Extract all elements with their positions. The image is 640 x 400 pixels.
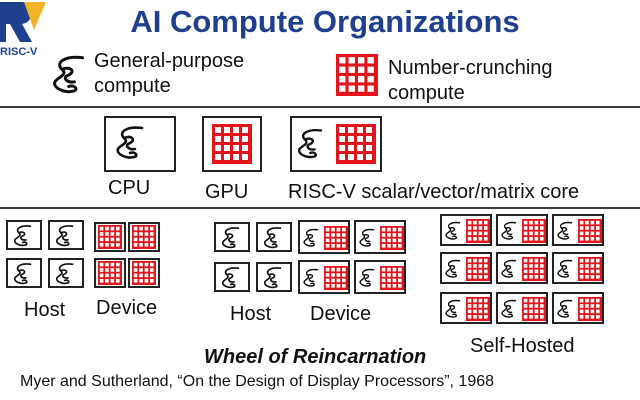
self-hosted-core xyxy=(440,252,492,284)
citation: Myer and Sutherland, “On the Design of D… xyxy=(20,373,495,390)
risc-v-logo xyxy=(0,0,46,66)
grid-icon xyxy=(380,266,404,290)
riscv-core-label: RISC-V scalar/vector/matrix core xyxy=(288,181,580,203)
squiggle-icon xyxy=(221,267,240,289)
squiggle-icon xyxy=(116,126,144,159)
squiggle-icon xyxy=(557,299,573,318)
squiggle-icon xyxy=(221,227,240,249)
self-hosted-core xyxy=(440,214,492,246)
squiggle-icon xyxy=(557,259,573,278)
host-1-label: Host xyxy=(24,299,66,321)
host-cpu xyxy=(256,262,292,292)
grid-icon xyxy=(336,54,378,96)
grid-icon xyxy=(336,124,376,164)
grid-icon xyxy=(98,261,122,285)
self-hosted-label: Self-Hosted xyxy=(470,335,575,357)
device-1-label: Device xyxy=(96,297,158,319)
grid-icon xyxy=(466,297,490,321)
grid-icon xyxy=(324,266,348,290)
legend-general-line1: General-purpose xyxy=(94,50,245,72)
squiggle-icon xyxy=(501,221,517,240)
grid-icon xyxy=(212,124,252,164)
host-2-label: Host xyxy=(230,303,272,325)
self-hosted-core xyxy=(496,214,548,246)
self-hosted-core xyxy=(552,252,604,284)
host-cpu xyxy=(214,262,250,292)
squiggle-icon xyxy=(303,268,319,287)
squiggle-icon xyxy=(557,221,573,240)
grid-icon xyxy=(578,257,602,281)
device-riscv-core xyxy=(298,220,350,254)
grid-icon xyxy=(522,257,546,281)
squiggle-icon xyxy=(501,299,517,318)
legend-number-crunching: Number-crunching compute xyxy=(388,56,553,106)
self-hosted-core xyxy=(552,214,604,246)
host-cpu xyxy=(6,220,42,250)
host-cpu xyxy=(48,258,84,288)
cpu-label: CPU xyxy=(108,177,151,199)
grid-icon xyxy=(522,219,546,243)
squiggle-icon xyxy=(55,263,74,285)
squiggle-icon xyxy=(445,299,461,318)
self-hosted-core xyxy=(440,292,492,324)
squiggle-icon xyxy=(263,267,282,289)
squiggle-icon xyxy=(13,225,32,247)
squiggle-icon xyxy=(297,128,323,159)
slide-title: AI Compute Organizations xyxy=(130,4,520,39)
logo-text: RISC-V xyxy=(0,46,38,58)
risc-v-logo-icon xyxy=(0,2,46,42)
squiggle-icon xyxy=(303,228,319,247)
device-riscv-core xyxy=(354,220,406,254)
self-hosted-core xyxy=(552,292,604,324)
host-cpu xyxy=(256,222,292,252)
squiggle-icon xyxy=(48,50,94,100)
gpu-label: GPU xyxy=(205,181,249,203)
self-hosted-core xyxy=(496,252,548,284)
grid-icon xyxy=(522,297,546,321)
device-2-label: Device xyxy=(310,303,372,325)
grid-icon xyxy=(466,257,490,281)
squiggle-icon xyxy=(359,268,375,287)
grid-icon xyxy=(132,261,156,285)
host-cpu xyxy=(48,220,84,250)
grid-icon xyxy=(578,297,602,321)
squiggle-icon xyxy=(501,259,517,278)
legend-general-purpose: General-purpose compute xyxy=(94,49,244,99)
gpu-box xyxy=(202,116,262,172)
device-gpu xyxy=(128,222,160,252)
device-riscv-core xyxy=(354,260,406,294)
host-cpu xyxy=(6,258,42,288)
squiggle-icon xyxy=(13,263,32,285)
grid-icon xyxy=(98,225,122,249)
grid-icon xyxy=(132,225,156,249)
squiggle-icon xyxy=(445,221,461,240)
self-hosted-core xyxy=(496,292,548,324)
riscv-core-box xyxy=(290,116,382,172)
squiggle-icon xyxy=(55,225,74,247)
host-cpu xyxy=(214,222,250,252)
grid-icon xyxy=(324,226,348,250)
legend-crunch-line1: Number-crunching xyxy=(388,57,553,79)
grid-icon xyxy=(578,219,602,243)
squiggle-icon xyxy=(359,228,375,247)
cpu-box xyxy=(104,116,176,172)
device-gpu xyxy=(128,258,160,288)
device-gpu xyxy=(94,222,126,252)
legend-crunch-line2: compute xyxy=(388,82,465,104)
legend-general-line2: compute xyxy=(94,75,171,97)
device-riscv-core xyxy=(298,260,350,294)
device-gpu xyxy=(94,258,126,288)
grid-icon xyxy=(380,226,404,250)
divider-top xyxy=(0,106,640,108)
wheel-of-reincarnation-heading: Wheel of Reincarnation xyxy=(204,346,427,368)
squiggle-icon xyxy=(263,227,282,249)
divider-middle xyxy=(0,207,640,209)
grid-icon xyxy=(466,219,490,243)
squiggle-icon xyxy=(445,259,461,278)
